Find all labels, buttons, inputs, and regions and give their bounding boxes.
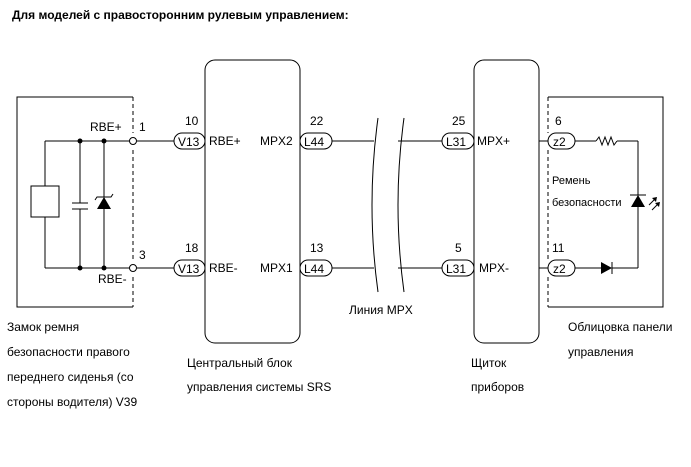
svg-text:Замок ремня: Замок ремня xyxy=(7,320,79,334)
svg-text:Ремень: Ремень xyxy=(552,175,591,187)
svg-text:управления: управления xyxy=(568,345,633,359)
buckle-terminal-bottom xyxy=(129,264,137,272)
seatbelt-indicator-circuit xyxy=(575,135,660,274)
svg-text:приборов: приборов xyxy=(471,380,524,394)
pin-name-rbe-plus-srs: RBE+ xyxy=(209,134,241,148)
svg-text:L31: L31 xyxy=(446,135,466,149)
pin-num-10: 10 xyxy=(185,114,199,128)
diode-icon xyxy=(601,262,612,274)
pin-num-13: 13 xyxy=(310,241,324,255)
svg-text:V13: V13 xyxy=(178,135,200,149)
svg-text:L44: L44 xyxy=(304,262,324,276)
srs-ecu-box xyxy=(204,59,301,344)
svg-text:переднего сиденья (со: переднего сиденья (со xyxy=(7,370,134,384)
zener-diode-icon xyxy=(97,197,111,209)
connector-v13-top xyxy=(173,132,206,150)
pin-num-25: 25 xyxy=(452,114,466,128)
pin-name-rbe-minus-srs: RBE- xyxy=(209,261,238,275)
svg-text:z2: z2 xyxy=(553,135,566,149)
resistor-icon xyxy=(595,135,618,147)
svg-text:Щиток: Щиток xyxy=(471,356,507,370)
pin-num-3: 3 xyxy=(139,248,146,262)
connector-l31-bottom xyxy=(441,259,475,277)
svg-text:управления системы SRS: управления системы SRS xyxy=(187,380,331,394)
svg-text:L44: L44 xyxy=(304,135,324,149)
buckle-terminal-top xyxy=(129,137,137,145)
instrument-panel-box xyxy=(547,96,664,308)
pin-num-22: 22 xyxy=(310,114,324,128)
connector-v13-bottom xyxy=(173,259,206,277)
line-break-symbol-right xyxy=(397,117,405,293)
connector-l31-top xyxy=(441,132,475,150)
svg-text:V13: V13 xyxy=(178,262,200,276)
pin-name-rbe-minus-buckle: RBE- xyxy=(98,272,127,286)
combination-meter-box xyxy=(473,59,540,344)
pin-name-mpx2: MPX2 xyxy=(260,134,293,148)
svg-text:L31: L31 xyxy=(446,262,466,276)
buckle-switch-label: Замок ремня безопасности правого передне… xyxy=(7,320,137,409)
pin-name-mpx1: MPX1 xyxy=(260,261,293,275)
pin-name-rbe-plus-buckle: RBE+ xyxy=(90,120,122,134)
buckle-switch-box xyxy=(16,96,134,308)
combination-meter-label: Щиток приборов xyxy=(471,356,524,394)
mpx-line-label: Линия MPX xyxy=(349,303,413,317)
svg-text:z2: z2 xyxy=(553,262,566,276)
pin-name-mpx-plus: MPX+ xyxy=(477,134,510,148)
diagram-header: Для моделей с правосторонним рулевым упр… xyxy=(12,8,349,22)
belt-indicator-label: Ремень безопасности xyxy=(552,175,622,209)
instrument-panel-label: Облицовка панели управления xyxy=(568,320,672,359)
svg-text:безопасности правого: безопасности правого xyxy=(7,345,130,359)
pin-num-5: 5 xyxy=(455,241,462,255)
svg-text:стороны водителя) V39: стороны водителя) V39 xyxy=(7,395,137,409)
pin-num-1: 1 xyxy=(139,120,146,134)
pin-num-18: 18 xyxy=(185,241,199,255)
buckle-switch-internals xyxy=(30,137,137,272)
line-break-symbol-left xyxy=(371,117,379,293)
svg-text:Облицовка панели: Облицовка панели xyxy=(568,320,672,334)
svg-text:безопасности: безопасности xyxy=(552,197,622,209)
pin-num-11: 11 xyxy=(552,241,565,255)
pin-name-mpx-minus: MPX- xyxy=(479,261,509,275)
srs-ecu-label: Центральный блок управления системы SRS xyxy=(187,356,331,394)
pin-num-6: 6 xyxy=(555,114,562,128)
svg-text:Центральный блок: Центральный блок xyxy=(187,356,293,370)
led-icon xyxy=(631,195,645,207)
switch-element xyxy=(30,185,60,218)
